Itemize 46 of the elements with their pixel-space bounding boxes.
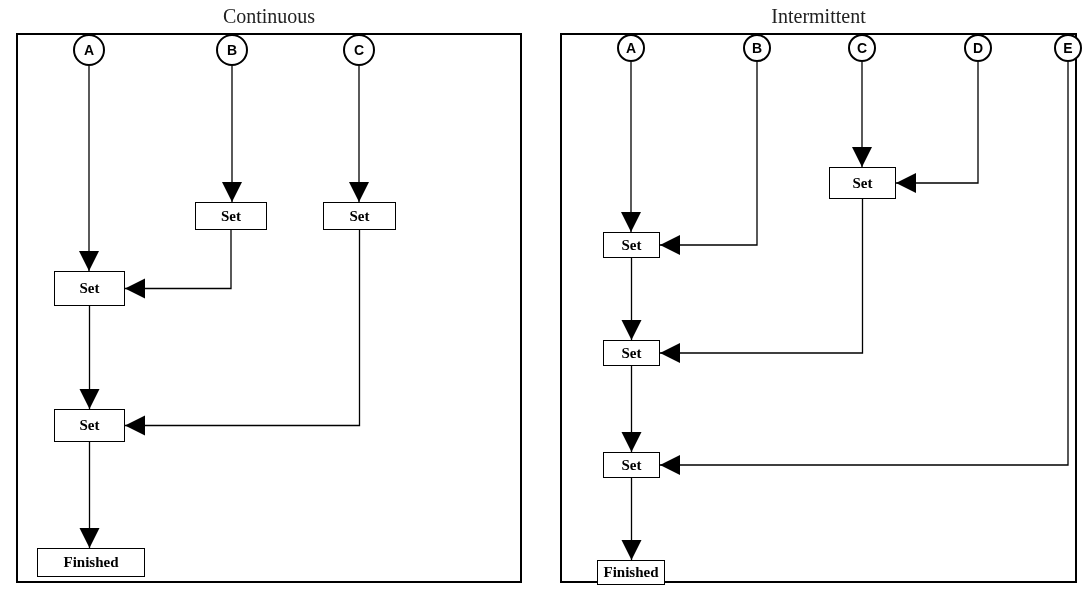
step-label: Finished	[63, 553, 119, 573]
arrow	[659, 61, 1069, 475]
arrow	[124, 229, 232, 299]
step-box	[603, 340, 660, 366]
step-box	[597, 560, 665, 585]
panel-title: Continuous	[222, 4, 316, 28]
circle-letter: C	[353, 40, 365, 60]
arrow	[124, 229, 361, 436]
step-box	[37, 548, 145, 577]
arrow	[621, 257, 642, 341]
step-box	[603, 232, 660, 258]
step-box	[54, 409, 125, 442]
panel-title: Intermittent	[771, 4, 866, 28]
arrow	[852, 61, 872, 168]
step-label: Set	[621, 455, 642, 475]
arrow	[895, 61, 979, 193]
arrow	[349, 65, 369, 203]
step-label: Set	[852, 173, 873, 193]
circle-letter: A	[625, 38, 637, 58]
step-label: Set	[79, 416, 100, 436]
step-box	[603, 452, 660, 478]
step-label: Set	[349, 206, 370, 226]
step-box	[323, 202, 396, 230]
circle-letter: D	[972, 38, 984, 58]
arrow	[621, 477, 642, 561]
step-label: Finished	[603, 563, 659, 583]
step-label: Set	[621, 343, 642, 363]
circle-letter: C	[856, 38, 868, 58]
arrow	[621, 61, 641, 233]
step-label: Set	[79, 279, 100, 299]
step-box	[195, 202, 267, 230]
arrow	[79, 65, 99, 272]
step-box	[829, 167, 896, 199]
arrow	[621, 365, 642, 453]
arrow	[659, 198, 864, 363]
circle-letter: B	[751, 38, 763, 58]
circle-letter: E	[1063, 38, 1073, 58]
arrow	[79, 305, 100, 410]
step-label: Set	[221, 206, 241, 226]
circle-letter: A	[83, 40, 95, 60]
arrow	[222, 65, 242, 203]
circle-letter: B	[226, 40, 238, 60]
arrow	[79, 441, 100, 549]
step-box	[54, 271, 125, 306]
step-label: Set	[621, 235, 642, 255]
arrow	[659, 61, 758, 255]
